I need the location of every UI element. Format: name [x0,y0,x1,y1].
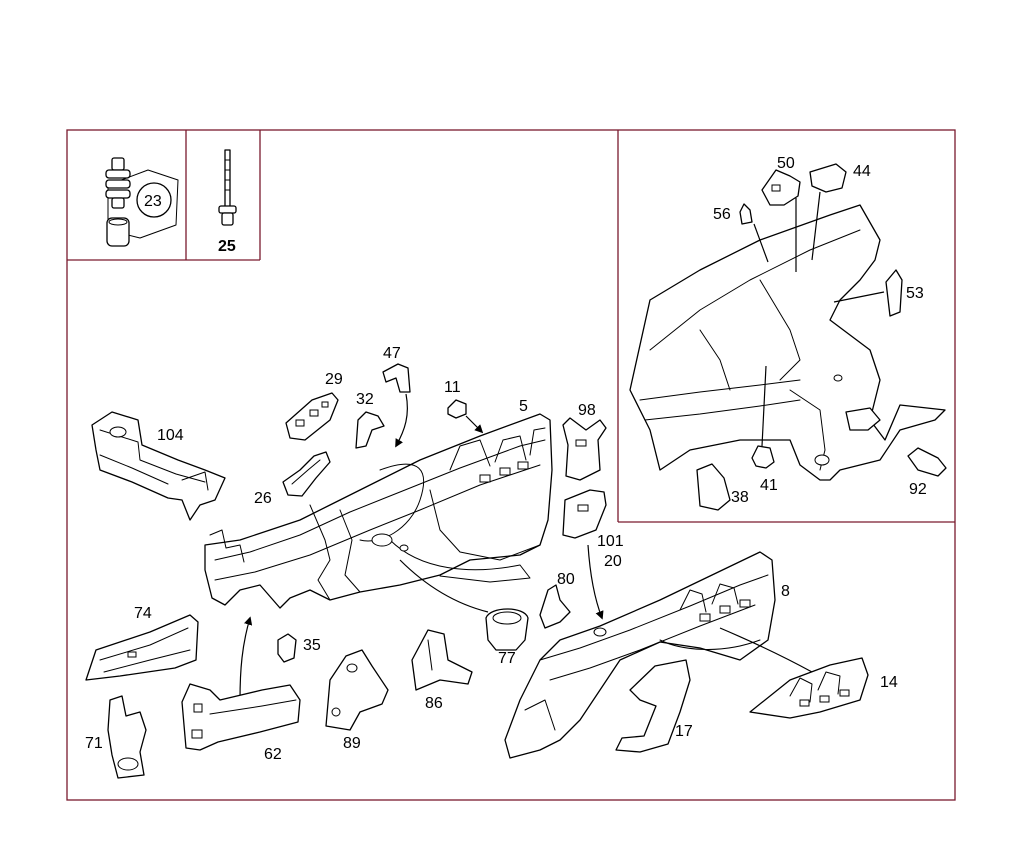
leader-56 [753,223,769,263]
part-50-bracket [761,169,801,206]
leader-62 [239,616,253,701]
callout-98: 98 [578,402,596,419]
callout-53: 53 [906,285,924,302]
callout-11: 11 [444,379,461,396]
part-25-bolt [218,149,237,226]
leader-47 [395,393,408,448]
callout-50: 50 [777,155,795,172]
part-74-rail [85,614,199,681]
callout-44: 44 [853,163,871,180]
callout-38: 38 [731,489,749,506]
part-47-clip [382,363,411,393]
callout-80: 80 [557,571,575,588]
callout-32: 32 [356,391,374,408]
part-98-mount [562,417,607,481]
part-86-bracket [411,629,473,691]
leader-44 [811,191,821,261]
callout-20: 20 [604,553,622,570]
part-71-bracket [107,695,147,779]
part-main-front-structure [204,413,553,609]
part-92-sleeve [907,447,947,477]
callout-29: 29 [325,371,343,388]
callout-89: 89 [343,735,361,752]
part-8-side-member [504,551,776,759]
leader-41 [761,365,767,447]
part-89-bracket [325,649,389,731]
part-38-bracket [696,463,731,511]
part-101-mount [562,489,607,539]
leader-11 [465,415,484,434]
callout-86: 86 [425,695,443,712]
callout-35: 35 [303,637,321,654]
callout-25: 25 [218,238,236,255]
part-80-bracket [539,584,571,629]
callout-8: 8 [781,583,790,600]
leader-101 [587,544,604,620]
part-29-plate [285,392,339,441]
outer-frame [66,129,956,801]
callout-14: 14 [880,674,898,691]
callout-5: 5 [519,398,528,415]
callout-41: 41 [760,477,778,494]
leader-53 [833,291,885,303]
part-41-bracket [751,445,775,469]
callout-101: 101 [597,533,624,550]
part-17-bracket [615,659,691,753]
part-104-bracket [91,411,226,521]
callout-47: 47 [383,345,401,362]
diagram-frames [66,129,956,801]
callout-74: 74 [134,605,152,622]
part-56-tab [739,203,753,225]
callout-92: 92 [909,481,927,498]
callout-71: 71 [85,735,103,752]
callout-104: 104 [157,427,184,444]
leader-main-to-77 [399,559,489,613]
callout-77: 77 [498,650,516,667]
leader-8-to-14 [719,627,813,673]
callout-56: 56 [713,206,731,223]
detail-inset-assembly [629,204,946,481]
part-77-strut-mount [485,608,529,651]
part-11-nut [447,399,467,419]
part-14-reinforcement [749,657,869,719]
callout-62: 62 [264,746,282,763]
part-62-extension [181,683,301,751]
part-26-bracket [282,451,331,497]
callout-23: 23 [144,193,162,210]
part-23-bushing-set [105,157,179,247]
part-35-clip [277,633,297,663]
callout-17: 17 [675,723,693,740]
part-44-clip [809,163,847,193]
part-32-bracket [355,411,385,449]
part-53-plate [885,269,903,317]
callout-26: 26 [254,490,272,507]
